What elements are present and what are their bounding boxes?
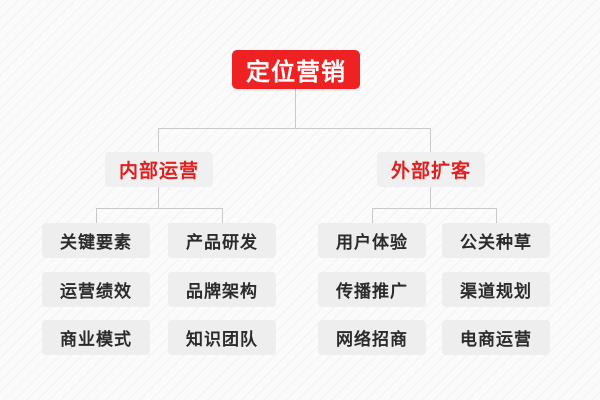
connector-right-branch-stem [430, 187, 431, 208]
leaf-node[interactable]: 品牌架构 [168, 272, 276, 307]
connector-left-leaf-bar [96, 208, 223, 209]
connector-right-leaf-bar [372, 208, 496, 209]
leaf-node[interactable]: 传播推广 [318, 272, 426, 307]
branch-node-external[interactable]: 外部扩客 [377, 152, 485, 187]
leaf-node[interactable]: 电商运营 [442, 320, 550, 355]
connector-right-col0-drop [372, 208, 373, 223]
leaf-node[interactable]: 知识团队 [168, 320, 276, 355]
leaf-node[interactable]: 渠道规划 [442, 272, 550, 307]
connector-root-stem [295, 89, 296, 128]
leaf-node[interactable]: 产品研发 [168, 223, 276, 258]
connector-branch-bar [158, 128, 431, 129]
root-node[interactable]: 定位营销 [232, 50, 360, 89]
connector-left-col1-drop [222, 208, 223, 223]
connector-branch-right-drop [430, 128, 431, 152]
branch-node-internal[interactable]: 内部运营 [105, 152, 213, 187]
leaf-node[interactable]: 网络招商 [318, 320, 426, 355]
connector-left-col0-drop [96, 208, 97, 223]
leaf-node[interactable]: 关键要素 [42, 223, 150, 258]
connector-left-branch-stem [158, 187, 159, 208]
leaf-node[interactable]: 运营绩效 [42, 272, 150, 307]
connector-right-col1-drop [496, 208, 497, 223]
leaf-node[interactable]: 用户体验 [318, 223, 426, 258]
leaf-node[interactable]: 商业模式 [42, 320, 150, 355]
connector-branch-left-drop [158, 128, 159, 152]
leaf-node[interactable]: 公关种草 [442, 223, 550, 258]
